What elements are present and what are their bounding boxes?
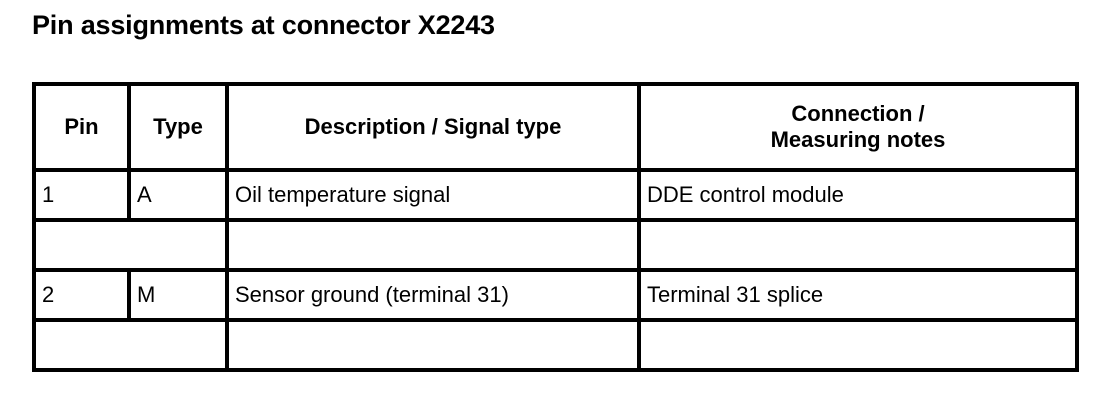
column-header-connection-label-line2: Measuring notes <box>770 127 946 152</box>
column-header-connection-label-line1: Connection / <box>791 101 925 126</box>
cell-type: A <box>127 168 229 222</box>
cell-description: Oil temperature signal <box>225 168 641 222</box>
cell-connection-value: DDE control module <box>647 182 844 207</box>
column-header-pin-label: Pin <box>64 114 99 139</box>
cell-pin-type-blank <box>32 218 229 272</box>
cell-pin-value: 1 <box>42 182 55 207</box>
column-header-connection: Connection / Measuring notes <box>637 82 1079 172</box>
column-header-type: Type <box>127 82 229 172</box>
cell-pin: 1 <box>32 168 131 222</box>
cell-description-value: Oil temperature signal <box>235 182 451 207</box>
page-title: Pin assignments at connector X2243 <box>32 10 495 40</box>
column-header-description: Description / Signal type <box>225 82 641 172</box>
cell-description-blank <box>225 318 641 372</box>
cell-connection-blank <box>637 218 1079 272</box>
cell-description-value: Sensor ground (terminal 31) <box>235 282 509 307</box>
table-header-row: Pin Type Description / Signal type Conne… <box>32 82 1079 172</box>
cell-connection-blank <box>637 318 1079 372</box>
cell-pin: 2 <box>32 268 131 322</box>
table-row-spacer <box>32 318 1079 372</box>
cell-connection: Terminal 31 splice <box>637 268 1079 322</box>
column-header-description-label: Description / Signal type <box>304 114 562 139</box>
cell-type: M <box>127 268 229 322</box>
table-row: 1 A Oil temperature signal DDE control m… <box>32 168 1079 222</box>
cell-pin-value: 2 <box>42 282 55 307</box>
pin-assignments-table: Pin Type Description / Signal type Conne… <box>32 82 1079 372</box>
cell-type-value: A <box>137 182 152 207</box>
cell-description: Sensor ground (terminal 31) <box>225 268 641 322</box>
cell-description-blank <box>225 218 641 272</box>
table-row-spacer <box>32 218 1079 272</box>
cell-type-value: M <box>137 282 156 307</box>
table-row: 2 M Sensor ground (terminal 31) Terminal… <box>32 268 1079 322</box>
column-header-pin: Pin <box>32 82 131 172</box>
cell-pin-type-blank <box>32 318 229 372</box>
cell-connection-value: Terminal 31 splice <box>647 282 824 307</box>
column-header-type-label: Type <box>153 114 203 139</box>
cell-connection: DDE control module <box>637 168 1079 222</box>
